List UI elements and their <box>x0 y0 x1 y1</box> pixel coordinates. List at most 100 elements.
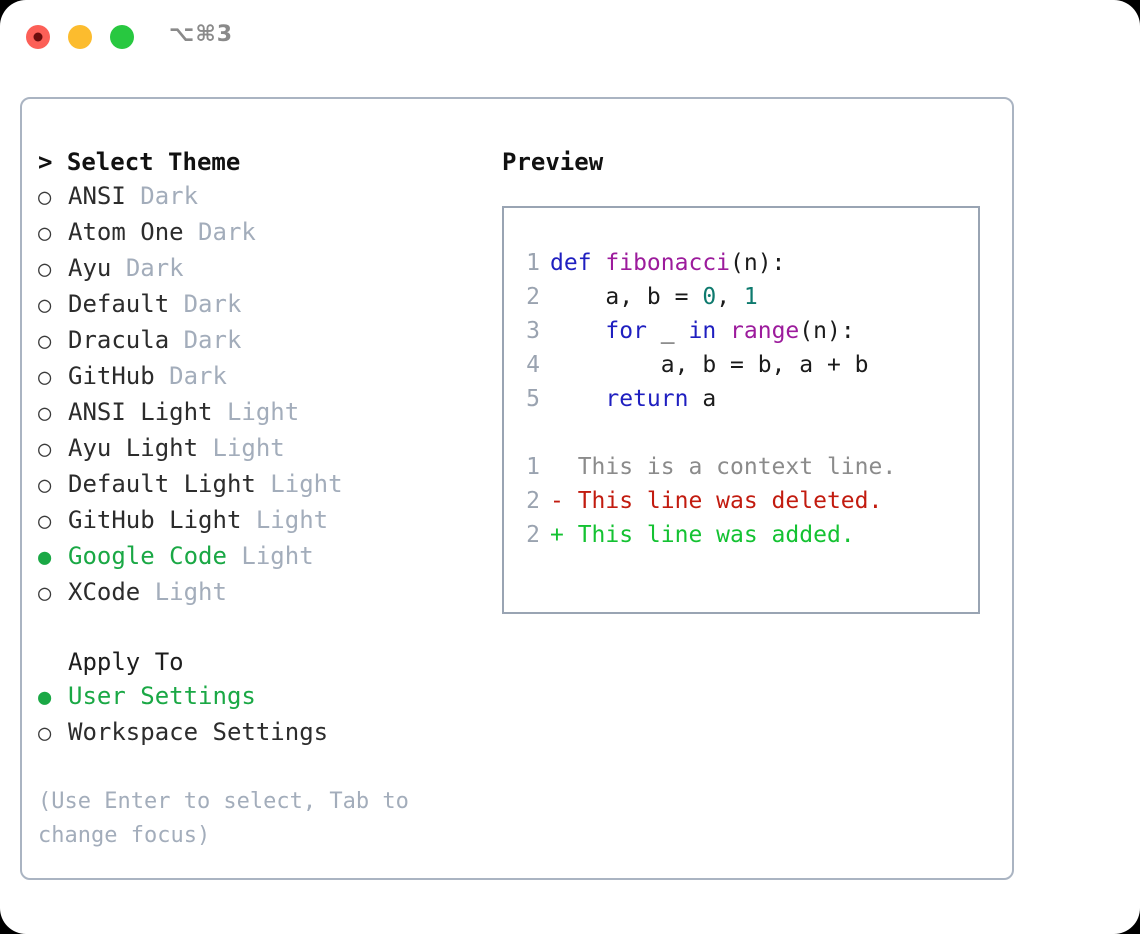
code-line-number: 5 <box>526 386 540 412</box>
diff-line-del: 2 - This line was deleted. <box>504 484 978 518</box>
apply-to-option-label: User Settings <box>68 682 256 710</box>
label-tag-gap <box>256 467 270 501</box>
radio-unselected-icon: ○ <box>38 185 52 210</box>
close-window-button[interactable] <box>26 25 50 49</box>
diff-sample-block: 1 This is a context line.2- This line wa… <box>504 450 978 552</box>
code-line: 3 for _ in range(n): <box>504 314 978 348</box>
code-token-kw: return <box>605 386 689 412</box>
diff-line-number: 2 <box>526 522 540 548</box>
theme-option-label: ANSI <box>68 182 126 210</box>
theme-option-label: Google Code <box>68 542 227 570</box>
select-theme-heading-label: Select Theme <box>66 148 241 176</box>
theme-option-tag: Dark <box>125 254 184 282</box>
preview-title: Preview <box>502 148 604 176</box>
apply-to-option-workspace-settings[interactable]: ○ Workspace Settings <box>38 715 498 751</box>
code-token-kw: def <box>550 250 606 276</box>
theme-option-ansi-light[interactable]: ○ANSI Light Light <box>38 395 498 431</box>
theme-option-tag: Light <box>154 578 227 606</box>
diff-line-add: 2 + This line was added. <box>504 518 978 552</box>
label-tag-gap <box>140 575 154 609</box>
radio-unselected-icon: ○ <box>38 473 52 498</box>
theme-option-tag: Dark <box>183 326 242 354</box>
theme-option-default[interactable]: ○ Default Dark <box>38 287 498 323</box>
theme-option-default-light[interactable]: ○Default Light Light <box>38 467 498 503</box>
section-spacer <box>38 611 498 645</box>
theme-option-label: GitHub <box>68 362 155 390</box>
radio-selected-icon: ● <box>38 545 52 570</box>
theme-option-ayu-light[interactable]: ○Ayu Light Light <box>38 431 498 467</box>
code-token-kw: for <box>605 318 647 344</box>
theme-option-github-light[interactable]: ○ GitHub Light Light <box>38 503 498 539</box>
code-line-text: return a <box>550 382 716 416</box>
radio-unselected-icon: ○ <box>38 509 52 534</box>
maximize-window-button[interactable] <box>110 25 134 49</box>
code-line-number: 3 <box>526 318 540 344</box>
theme-option-ansi[interactable]: ○ ANSI Dark <box>38 179 498 215</box>
code-line-text: a, b = 0, 1 <box>550 280 757 314</box>
theme-option-list: ○ ANSI Dark ○ Atom One Dark ○ Ayu Dark ○ Defaul… <box>38 179 498 611</box>
apply-to-option-user-settings[interactable]: ●User Settings <box>38 679 498 715</box>
theme-option-tag: Light <box>241 542 314 570</box>
theme-option-tag: Dark <box>198 218 256 246</box>
theme-option-atom-one[interactable]: ○ Atom One Dark <box>38 215 498 251</box>
diff-line-number: 2 <box>526 488 540 514</box>
code-token-pl <box>716 318 730 344</box>
code-token-pl: (n): <box>799 318 855 344</box>
radio-unselected-icon: ○ <box>38 721 52 746</box>
code-line-text: for _ in range(n): <box>550 314 855 348</box>
keyboard-shortcut-label: ⌥⌘3 <box>169 22 234 47</box>
diff-line-text: - This line was deleted. <box>550 488 883 514</box>
theme-option-tag: Dark <box>169 362 227 390</box>
theme-option-ayu[interactable]: ○ Ayu Dark <box>38 251 498 287</box>
code-line-number: 4 <box>526 352 540 378</box>
code-diff-separator <box>504 416 978 450</box>
label-tag-gap <box>126 179 140 213</box>
radio-unselected-icon: ○ <box>38 257 52 282</box>
radio-unselected-icon: ○ <box>38 293 52 318</box>
label-tag-gap <box>227 539 241 573</box>
theme-option-github[interactable]: ○ GitHub Dark <box>38 359 498 395</box>
theme-option-tag: Dark <box>183 290 242 318</box>
theme-option-label: Default Light <box>68 470 256 498</box>
diff-line-text: + This line was added. <box>550 522 855 548</box>
theme-option-tag: Light <box>212 434 285 462</box>
radio-unselected-icon: ○ <box>38 401 52 426</box>
apply-to-option-label: Workspace Settings <box>68 718 329 746</box>
minimize-window-button[interactable] <box>68 25 92 49</box>
theme-option-label: Atom One <box>68 218 184 246</box>
theme-option-label: ANSI Light <box>68 398 213 426</box>
label-tag-gap <box>184 215 198 249</box>
code-token-pl: , <box>716 284 744 310</box>
hint-spacer <box>38 751 498 785</box>
apply-to-heading: Apply To <box>68 648 184 676</box>
label-tag-gap <box>213 395 227 429</box>
code-token-pl: a, b = <box>550 284 703 310</box>
theme-option-tag: Dark <box>140 182 199 210</box>
keyboard-hint-text: (Use Enter to select, Tab to change focu… <box>38 789 423 848</box>
apply-to-option-list: ●User Settings ○ Workspace Settings <box>38 679 498 751</box>
radio-unselected-icon: ○ <box>38 365 52 390</box>
code-token-pl: (n): <box>730 250 786 276</box>
theme-option-label: Ayu Light <box>68 434 199 462</box>
theme-option-tag: Light <box>255 506 329 534</box>
selection-caret-icon: > <box>38 148 53 176</box>
code-token-pl <box>550 318 605 344</box>
theme-option-dracula[interactable]: ○Dracula Dark <box>38 323 498 359</box>
label-tag-gap <box>169 287 183 321</box>
radio-unselected-icon: ○ <box>38 221 52 246</box>
code-token-pl: a, b = b, a + b <box>550 352 869 378</box>
code-token-pl: a <box>688 386 717 412</box>
theme-picker-column: > Select Theme ○ANSI Dark○Atom One Dark○… <box>38 145 498 853</box>
theme-option-label: Default <box>68 290 170 318</box>
theme-option-xcode[interactable]: ○XCode Light <box>38 575 498 611</box>
code-token-num: 0 <box>702 284 717 310</box>
theme-option-label: GitHub Light <box>68 506 242 534</box>
label-tag-gap <box>241 503 255 537</box>
theme-option-google-code[interactable]: ● Google Code Light <box>38 539 498 575</box>
theme-option-label: Dracula <box>68 326 170 354</box>
theme-option-label: Ayu <box>68 254 112 282</box>
select-theme-heading: > Select Theme <box>38 145 498 179</box>
